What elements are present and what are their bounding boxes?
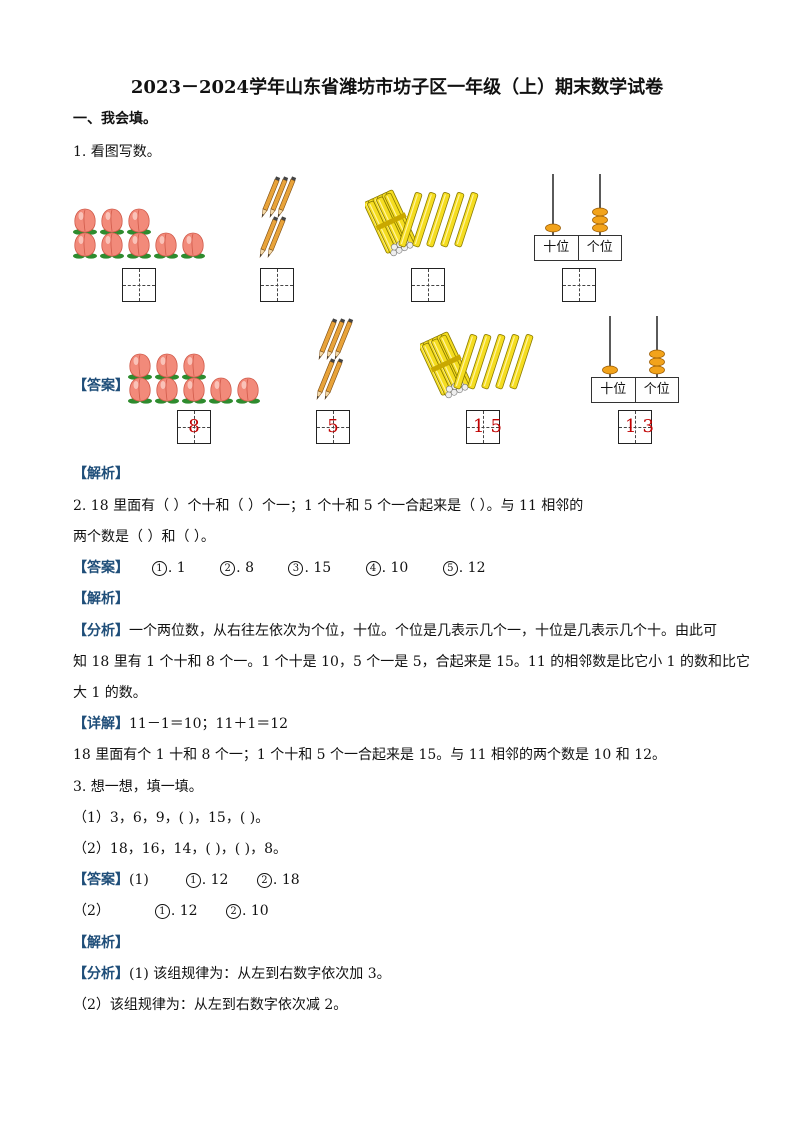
circled-number: 1 xyxy=(154,904,170,919)
peaches-image xyxy=(72,208,206,260)
analysis-tag: 【解析】 xyxy=(73,466,129,482)
ones-label: 个位 xyxy=(586,240,613,255)
sticks-image xyxy=(420,325,534,405)
answer-box-abacus: 13 xyxy=(618,410,660,444)
circled-number: 1 xyxy=(151,561,167,576)
answer-value: 5 xyxy=(327,416,345,437)
tens-label: 十位 xyxy=(535,236,579,260)
answer-value: 13 xyxy=(625,416,660,437)
sub-label: (1) xyxy=(129,872,149,888)
abacus-rods xyxy=(602,316,665,378)
analysis-tag: 【解析】 xyxy=(73,935,129,951)
section-heading: 一、我会填。 xyxy=(73,111,157,127)
circled-number: 1 xyxy=(185,873,201,888)
ones-label: 个位 xyxy=(643,382,670,397)
fenxi-tag: 【分析】 xyxy=(73,623,129,639)
analysis-text: 【分析】一个两位数，从右往左依次为个位，十位。个位是几表示几个一，十位是几表示几… xyxy=(73,620,717,640)
answer-value: . 1 xyxy=(167,560,186,576)
analysis-tag: 【解析】 xyxy=(73,591,129,607)
answer-value: . 10 xyxy=(242,903,269,919)
detail-text: 【详解】11－1＝10；11＋1＝12 xyxy=(73,713,288,733)
circled-number: 2 xyxy=(220,561,236,576)
circled-number: 2 xyxy=(256,873,272,888)
answer-tag: 【答案】 xyxy=(73,872,129,888)
answer-value: . 15 xyxy=(304,560,332,576)
fenxi-line: (1) 该组规律为：从左到右数字依次加 3。 xyxy=(129,966,391,982)
xiangjie-tag: 【详解】 xyxy=(73,716,129,732)
abacus-base: 十位 个位 xyxy=(591,377,679,403)
circled-number: 5 xyxy=(442,561,458,576)
sticks-image xyxy=(365,183,479,263)
fenxi-tag: 【分析】 xyxy=(73,966,129,982)
answer-value: . 8 xyxy=(236,560,254,576)
answer-tag: 【答案】 xyxy=(73,560,129,576)
answer-box-pencils[interactable] xyxy=(260,268,294,302)
tens-label: 十位 xyxy=(592,378,636,402)
answer-box-sticks[interactable] xyxy=(411,268,445,302)
answer-value: . 18 xyxy=(272,872,300,888)
analysis-text: 【分析】(1) 该组规律为：从左到右数字依次加 3。 xyxy=(73,963,391,983)
analysis-text: 大 1 的数。 xyxy=(73,685,147,701)
circled-number: 4 xyxy=(365,561,381,576)
sub-label: （2） xyxy=(73,903,110,919)
circled-number: 3 xyxy=(288,561,304,576)
analysis-text: （2）该组规律为：从左到右数字依次减 2。 xyxy=(73,997,348,1013)
analysis-text: 知 18 里有 1 个十和 8 个一。1 个十是 10，5 个一是 5，合起来是… xyxy=(73,654,751,670)
question-3-sub-2: （2）18，16，14，( )，( )，8。 xyxy=(73,841,288,857)
answer-tag: 【答案】 xyxy=(73,378,129,394)
answer-box-abacus[interactable] xyxy=(562,268,596,302)
answer-value: 15 xyxy=(473,416,508,437)
answer-box-sticks: 15 xyxy=(466,410,508,444)
question-2-line-2: 两个数是（ ）和（ ）。 xyxy=(73,529,215,545)
question-3-text: 3. 想一想，填一填。 xyxy=(73,779,203,795)
circled-number: 2 xyxy=(226,904,241,919)
conclusion-text: 18 里面有个 1 十和 8 个一；1 个十和 5 个一合起来是 15。与 11… xyxy=(73,747,667,763)
question-3-answer-1: 【答案】(1) 1. 12 2. 18 xyxy=(73,869,300,889)
question-3-sub-1: （1）3，6，9，( )，15，( )。 xyxy=(73,810,270,826)
pencils-image xyxy=(257,175,297,259)
question-2-line-1: 2. 18 里面有（ ）个十和（ ）个一；1 个十和 5 个一合起来是（ ）。与… xyxy=(73,498,584,514)
abacus-rods xyxy=(545,174,608,236)
question-1-text: 1. 看图写数。 xyxy=(73,144,161,160)
abacus-base: 十位 个位 xyxy=(534,235,622,261)
question-3-answer-2: （2） 1. 12 2. 10 xyxy=(73,900,269,920)
fenxi-line: 一个两位数，从右往左依次为个位，十位。个位是几表示几个一，十位是几表示几个十。由… xyxy=(129,623,717,639)
pencils-image xyxy=(314,317,354,401)
answer-value: . 12 xyxy=(170,903,198,919)
answer-box-peaches: 8 xyxy=(177,410,211,444)
question-2-answer: 【答案】 1. 1 2. 8 3. 15 4. 10 5. 12 xyxy=(73,557,486,577)
page-title: 2023－2024学年山东省潍坊市坊子区一年级（上）期末数学试卷 xyxy=(130,77,664,98)
peaches-image xyxy=(127,353,261,405)
answer-value: . 10 xyxy=(381,560,409,576)
answer-box-pencils: 5 xyxy=(316,410,350,444)
answer-box-peaches[interactable] xyxy=(122,268,156,302)
answer-value: . 12 xyxy=(458,560,486,576)
answer-value: . 12 xyxy=(201,872,229,888)
detail-equation: 11－1＝10；11＋1＝12 xyxy=(129,716,289,732)
answer-value: 8 xyxy=(188,416,206,437)
